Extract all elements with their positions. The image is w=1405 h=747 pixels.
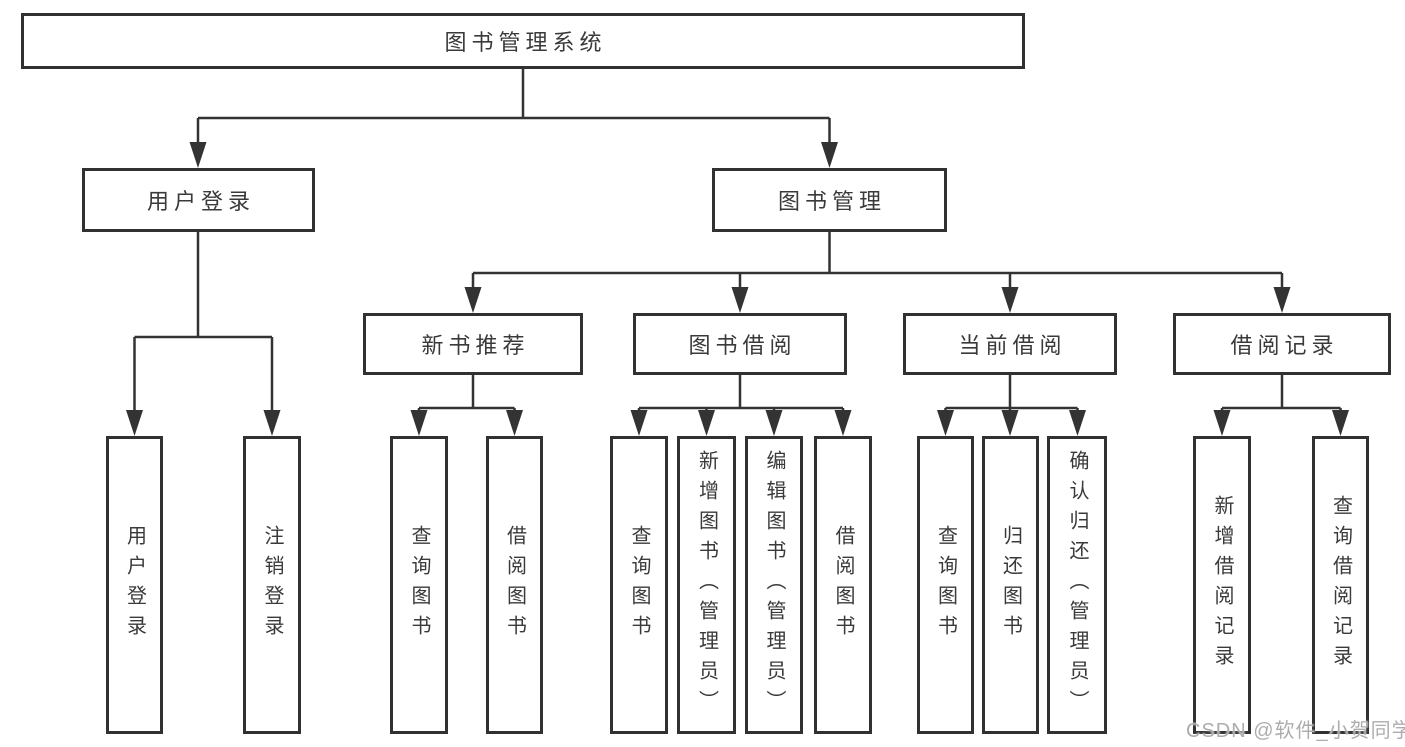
node-add-borrow-record: 新增借阅记录 [1193,436,1251,734]
node-book-borrowing: 图书借阅 [633,313,847,375]
node-new-book-recommend: 新书推荐 [363,313,583,375]
node-user-login-action: 用户登录 [106,436,163,734]
node-book-management: 图书管理 [712,168,947,232]
node-query-books-borrow: 查询图书 [610,436,668,734]
node-borrowing-records: 借阅记录 [1173,313,1391,375]
node-borrow-books-borrow: 借阅图书 [814,436,872,734]
csdn-watermark: CSDN @软件_小贺同学 [1186,720,1405,742]
node-return-books: 归还图书 [982,436,1039,734]
node-add-books-admin: 新增图书（管理员） [677,436,736,734]
node-edit-books-admin: 编辑图书（管理员） [745,436,803,734]
node-query-books-recommend: 查询图书 [390,436,448,734]
node-library-system: 图书管理系统 [21,13,1025,69]
node-confirm-return-admin: 确认归还（管理员） [1047,436,1107,734]
node-query-borrow-record: 查询借阅记录 [1312,436,1369,734]
node-borrow-books-recommend: 借阅图书 [486,436,543,734]
node-current-borrowing: 当前借阅 [903,313,1117,375]
node-user-login: 用户登录 [82,168,315,232]
node-logout-action: 注销登录 [243,436,301,734]
node-query-books-current: 查询图书 [917,436,974,734]
